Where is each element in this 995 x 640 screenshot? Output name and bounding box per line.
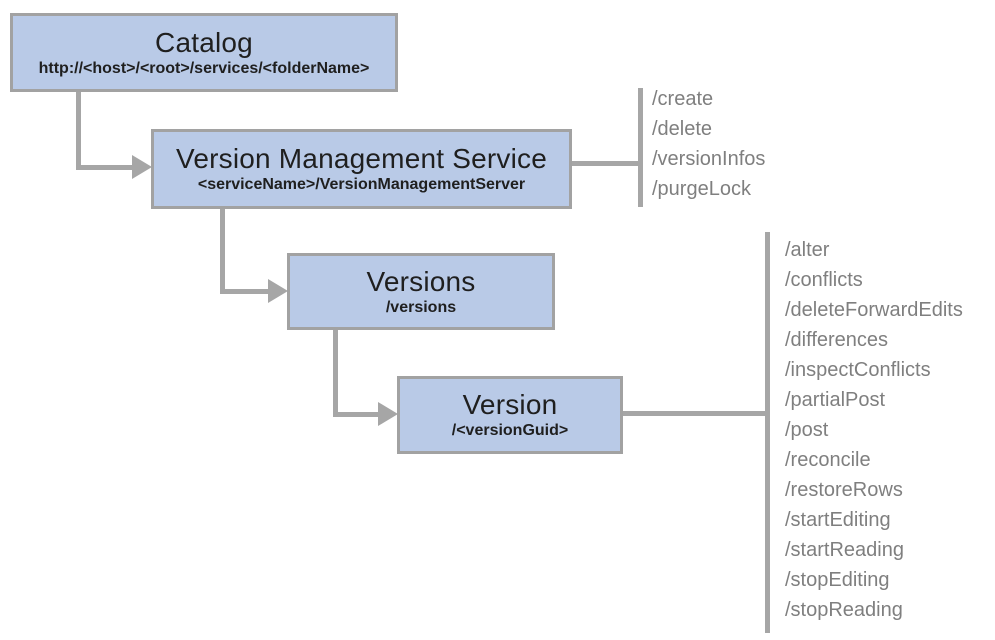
vms-operation: /create bbox=[652, 88, 714, 110]
node-version-title: Version bbox=[462, 389, 558, 420]
version-operation: /partialPost bbox=[785, 389, 886, 411]
connector-catalog-vms-horizontal bbox=[76, 165, 133, 170]
node-version-management-service: Version Management Service <serviceName>… bbox=[151, 129, 572, 209]
connector-catalog-vms-vertical bbox=[76, 92, 81, 170]
vms-operation: /delete bbox=[652, 118, 713, 140]
node-version-subtitle: /<versionGuid> bbox=[451, 422, 569, 439]
connector-vms-versions-vertical bbox=[220, 209, 225, 294]
version-operation: /conflicts bbox=[785, 269, 863, 291]
arrowhead-vms-versions-icon bbox=[268, 279, 288, 303]
version-operation: /startEditing bbox=[785, 509, 891, 531]
node-catalog: Catalog http://<host>/<root>/services/<f… bbox=[10, 13, 398, 92]
connector-versions-version-horizontal bbox=[333, 412, 378, 417]
version-operation: /stopReading bbox=[785, 599, 903, 621]
vms-operation: /versionInfos bbox=[652, 148, 766, 170]
version-operation: /restoreRows bbox=[785, 479, 903, 501]
node-version: Version /<versionGuid> bbox=[397, 376, 623, 454]
version-operation: /reconcile bbox=[785, 449, 871, 471]
bracket-vms-ops-vertical bbox=[638, 88, 643, 207]
version-operation: /alter bbox=[785, 239, 830, 261]
version-operation: /differences bbox=[785, 329, 889, 351]
node-vms-title: Version Management Service bbox=[176, 143, 547, 174]
version-operation: /startReading bbox=[785, 539, 904, 561]
version-operation: /deleteForwardEdits bbox=[785, 299, 963, 321]
vms-operation: /purgeLock bbox=[652, 178, 751, 200]
version-operation: /post bbox=[785, 419, 829, 441]
node-catalog-subtitle: http://<host>/<root>/services/<folderNam… bbox=[38, 59, 370, 77]
vms-operations-list: /create /delete /versionInfos /purgeLock bbox=[652, 84, 765, 204]
version-operations-list: /alter /conflicts /deleteForwardEdits /d… bbox=[785, 235, 963, 625]
connector-versions-version-vertical bbox=[333, 330, 338, 417]
arrowhead-versions-version-icon bbox=[378, 402, 398, 426]
arrowhead-catalog-vms-icon bbox=[132, 155, 152, 179]
node-versions-subtitle: /versions bbox=[385, 298, 457, 316]
version-operation: /inspectConflicts bbox=[785, 359, 931, 381]
node-versions-title: Versions bbox=[366, 265, 476, 297]
connector-vms-ops-horizontal bbox=[571, 161, 638, 166]
node-versions: Versions /versions bbox=[287, 253, 555, 330]
node-catalog-title: Catalog bbox=[155, 26, 253, 58]
node-vms-subtitle: <serviceName>/VersionManagementServer bbox=[197, 176, 526, 193]
version-operation: /stopEditing bbox=[785, 569, 890, 591]
connector-version-ops-horizontal bbox=[622, 411, 765, 416]
connector-vms-versions-horizontal bbox=[220, 289, 269, 294]
bracket-version-ops-vertical bbox=[765, 232, 770, 633]
